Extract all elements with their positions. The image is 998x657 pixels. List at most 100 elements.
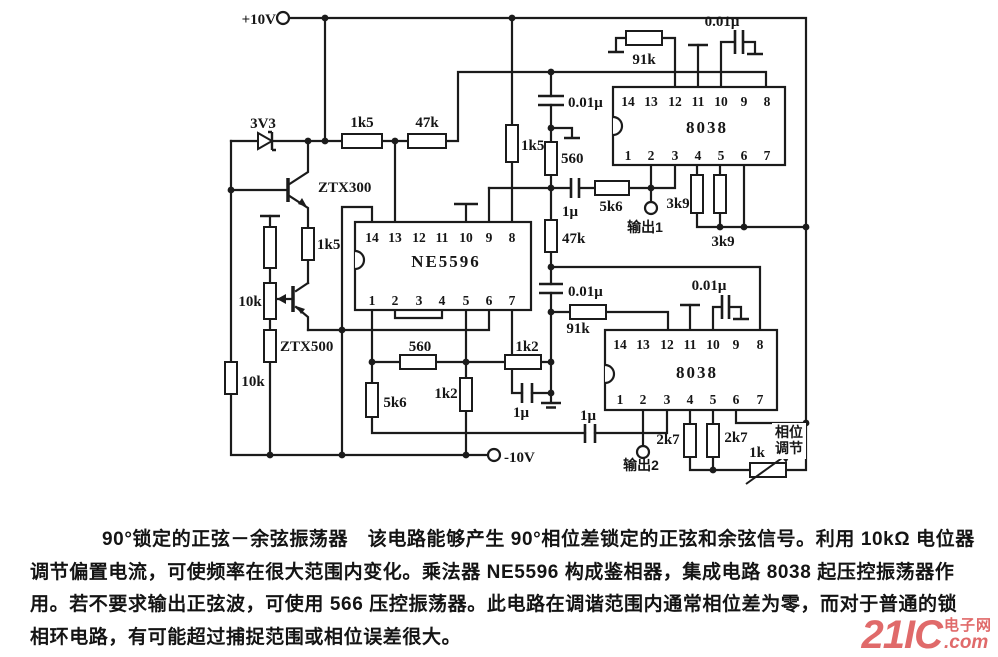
caption-line: 相环电路，有可能超过捕捉范围或相位误差很大。 xyxy=(30,626,462,648)
r-2k7-a-label: 2k7 xyxy=(656,432,680,448)
pin-label: 8 xyxy=(764,94,771,109)
phase-label-bg xyxy=(772,423,806,459)
caption-block: 90°锁定的正弦－余弦振荡器 该电路能够产生 90°相位差锁定的正弦和余弦信号。… xyxy=(30,524,976,654)
pin-label: 2 xyxy=(392,293,399,308)
r-2k7-b-label: 2k7 xyxy=(724,430,748,446)
wire-u3-cap xyxy=(711,305,743,332)
ic-ne5596-pins: 14 13 12 11 10 9 8 1 2 3 4 5 6 7 xyxy=(365,230,515,308)
pin-label: 12 xyxy=(660,337,674,352)
capacitor-001d xyxy=(720,295,731,319)
junction-dots xyxy=(227,14,810,474)
terminal-vminus xyxy=(486,447,502,463)
ic-8038-2-pins: 14 13 12 11 10 9 8 1 2 3 4 5 6 7 xyxy=(613,337,763,407)
watermark: 21IC 电子网 .com xyxy=(861,615,992,655)
resistor-91k-b xyxy=(569,304,607,320)
zener-diode xyxy=(257,130,276,152)
resistor-5k6-vert xyxy=(365,382,379,418)
c-001c-label: 0.01μ xyxy=(568,284,603,300)
pin-label: 14 xyxy=(613,337,627,352)
pin-label: 9 xyxy=(741,94,748,109)
wire-q1-collector xyxy=(286,139,310,187)
zener-triangle xyxy=(257,131,275,151)
resistor-1k5-drop xyxy=(505,124,519,163)
pin-label: 6 xyxy=(733,392,740,407)
pin-label: 8 xyxy=(509,230,516,245)
ic-8038-1-notch xyxy=(612,115,624,137)
c-001b-label: 0.01μ xyxy=(705,14,740,30)
r-3k9-b-label: 3k9 xyxy=(711,234,734,250)
resistor-47k-row xyxy=(407,133,447,149)
resistor-560-vert xyxy=(544,141,558,176)
resistor-5k6-horiz xyxy=(594,180,630,196)
pin-label: 3 xyxy=(672,148,679,163)
pin-label: 14 xyxy=(365,230,379,245)
pin-label: 6 xyxy=(486,293,493,308)
terminals xyxy=(275,10,659,463)
chinese-labels: 输出1 输出2 相位 调节 xyxy=(623,219,806,473)
capacitor-001b xyxy=(733,30,745,54)
r-10k-label: 10k xyxy=(241,374,265,390)
pin-label: 1 xyxy=(625,148,632,163)
zener-bar xyxy=(268,130,276,152)
pin-label: 7 xyxy=(757,392,764,407)
pin-label: 10 xyxy=(706,337,720,352)
terminal-vplus xyxy=(275,10,291,26)
transistor-bars xyxy=(286,178,295,312)
pin-label: 4 xyxy=(439,293,446,308)
pin-label: 9 xyxy=(486,230,493,245)
phase-adjust-label-2: 调节 xyxy=(775,440,803,456)
resistor-1k5-row xyxy=(341,133,383,149)
r-91k-b-label: 91k xyxy=(566,321,590,337)
c-001d-label: 0.01μ xyxy=(692,278,727,294)
pin-label: 5 xyxy=(718,148,725,163)
pin-label: 13 xyxy=(644,94,658,109)
pin-label: 12 xyxy=(668,94,682,109)
resistor-91k-a xyxy=(625,30,663,46)
pin-label: 5 xyxy=(463,293,470,308)
r-560-vert-label: 560 xyxy=(561,151,584,167)
output1-label: 输出1 xyxy=(627,219,663,235)
pot-wiper-arrow xyxy=(277,294,286,304)
ground-symbols xyxy=(260,43,763,409)
pin-label: 11 xyxy=(436,230,449,245)
capacitor-1ub xyxy=(520,383,534,403)
pin-label: 4 xyxy=(687,392,694,407)
ic-8038-1-name: 8038 xyxy=(686,118,728,137)
resistor-3k9-a xyxy=(690,174,704,214)
pin-label: 2 xyxy=(648,148,655,163)
pin-label: 2 xyxy=(640,392,647,407)
pin-label: 1 xyxy=(369,293,376,308)
c-001a-label: 0.01μ xyxy=(568,95,603,111)
vplus-label: +10V xyxy=(242,12,277,28)
pin-label: 3 xyxy=(416,293,423,308)
resistor-560-horiz xyxy=(399,354,437,370)
ground-icon xyxy=(541,401,561,409)
pin-label: 11 xyxy=(684,337,697,352)
ic-8038-2-notch xyxy=(604,363,616,385)
q1-label: ZTX300 xyxy=(318,180,371,196)
c-1ua-label: 1μ xyxy=(562,204,579,220)
pin-label: 14 xyxy=(621,94,635,109)
pin-label: 10 xyxy=(714,94,728,109)
pin-label: 9 xyxy=(733,337,740,352)
transistor-arrows xyxy=(277,198,307,314)
pin-label: 10 xyxy=(459,230,473,245)
resistor-1k2-horiz xyxy=(504,354,542,370)
vminus-label: -10V xyxy=(504,450,535,466)
ic-8038-2-box xyxy=(603,328,779,412)
terminal-out2 xyxy=(635,444,651,460)
pin-label: 1 xyxy=(617,392,624,407)
wire-gnd-a-stub xyxy=(549,126,574,138)
resistor-2k7-b xyxy=(706,423,720,458)
pot-10k-upper xyxy=(263,226,277,269)
circuit-diagram: 8038 NE5596 8038 14 13 12 11 10 9 8 1 2 … xyxy=(224,10,810,485)
ic-8038-2-name: 8038 xyxy=(676,363,718,382)
r-47k-vert-label: 47k xyxy=(562,231,586,247)
wire-ne-bracket xyxy=(393,308,444,320)
caption-line: 调节偏置电流，可使频率在很大范围内变化。乘法器 NE5596 构成鉴相器，集成电… xyxy=(30,561,955,583)
r-91k-a-label: 91k xyxy=(632,52,656,68)
capacitor-001c xyxy=(539,282,563,295)
pin-label: 7 xyxy=(509,293,516,308)
wire-q2-collector xyxy=(294,281,310,293)
output2-label: 输出2 xyxy=(623,457,659,473)
